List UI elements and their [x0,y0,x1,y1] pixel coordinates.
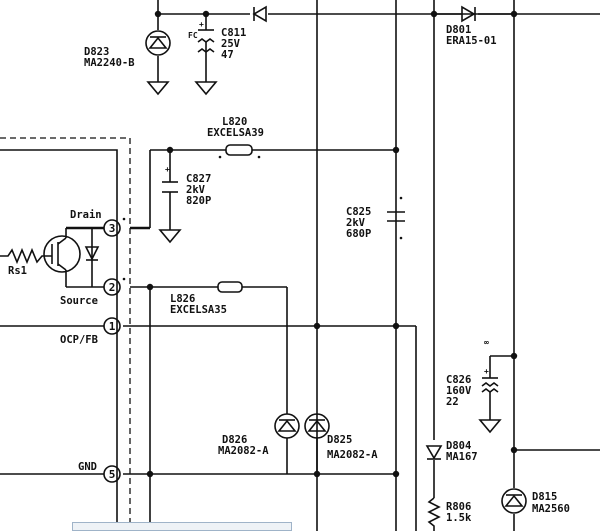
c825-ref-label: C825 [346,206,371,218]
d815-value-label: MA2560 [532,503,570,515]
junctions [146,10,518,478]
pin-5-gnd: 5 [103,465,121,483]
c826-voltage-label: 160V [446,385,472,397]
d823-ref-label: D823 [84,46,109,58]
c811-plus: + [199,20,204,29]
c811-polarity-label: FC [188,31,198,40]
svg-text:5: 5 [109,468,116,481]
gnd-label: GND [78,461,97,473]
d825-ref-label: D825 [327,434,352,446]
d826-value-label: MA2082-A [218,445,269,457]
pin-3-drain: 3 [103,219,121,237]
c811-ref-label: C811 [221,27,246,39]
l826-inductor-icon [217,281,243,293]
d826-ref-label: D826 [222,434,247,446]
c825-value-label: 680P [346,228,371,240]
r806-value-label: 1.5k [446,512,472,524]
d801-ref-label: D801 [446,24,471,36]
d801-value-label: ERA15-01 [446,35,497,47]
l820-ref-label: L820 [222,116,247,128]
ocp-label: OCP/FB [60,334,98,346]
c811-value-label: 47 [221,49,234,61]
mosfet-icon [43,235,100,273]
ground-symbols [146,75,502,434]
c826-plus: + [484,367,489,376]
c827-ref-label: C827 [186,173,211,185]
d801-diode-icon [461,5,476,23]
d804-value-label: MA167 [446,451,478,463]
c826-mark: ∞ [484,338,489,347]
svg-text:3: 3 [109,222,116,235]
viewer-scrollbar[interactable] [72,522,292,531]
pin-1-ocp: 1 [103,317,121,335]
c827-value-label: 820P [186,195,211,207]
d815-ref-label: D815 [532,491,557,503]
c826-capacitor-icon [481,377,499,393]
r806-ref-label: R806 [446,501,471,513]
drain-label: Drain [70,209,102,221]
c827-voltage-label: 2kV [186,184,206,196]
c826-value-label: 22 [446,396,459,408]
d825-value-label: MA2082-A [327,449,378,461]
c827-plus: + [165,165,170,174]
l826-ref-label: L826 [170,293,195,305]
d804-ref-label: D804 [446,440,471,452]
top-diode-icon [252,5,267,23]
l820-value-label: EXCELSA39 [207,127,264,139]
svg-text:1: 1 [109,320,116,333]
rs1-label: Rs1 [8,265,27,277]
d815-zener-icon [501,488,527,514]
svg-text:2: 2 [109,281,116,294]
c826-ref-label: C826 [446,374,471,386]
pin-2-source: 2 [103,278,121,296]
c827-capacitor-icon [162,181,178,193]
source-label: Source [60,295,98,307]
d826-zener-icon [274,413,300,439]
l820-inductor-icon [218,144,261,159]
c811-capacitor-icon [197,29,215,60]
c811-voltage-label: 25V [221,38,241,50]
d823-value-label: MA2240-B [84,57,135,69]
ic-outline [0,137,131,531]
d804-diode-icon [425,445,443,460]
d823-zener-icon [145,30,171,56]
l826-value-label: EXCELSA35 [170,304,227,316]
d825-zener-icon [304,413,330,439]
c825-voltage-label: 2kV [346,217,366,229]
